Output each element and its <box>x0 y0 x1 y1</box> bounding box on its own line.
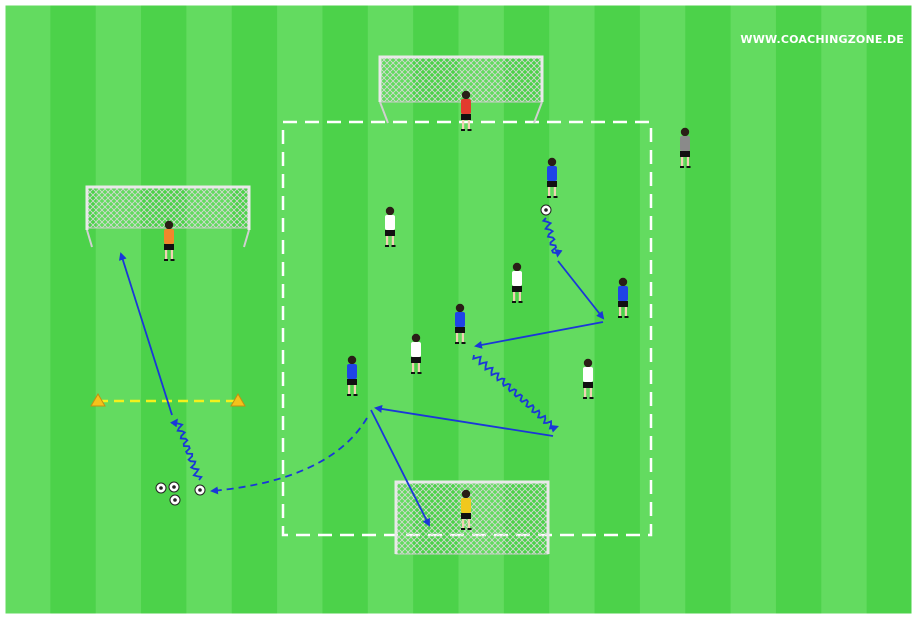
grass-stripe <box>821 5 867 614</box>
goal-icon <box>396 482 548 554</box>
ball-icon <box>169 482 179 492</box>
grass-stripe <box>5 5 51 614</box>
grass-stripe <box>549 5 595 614</box>
grass-stripe <box>50 5 96 614</box>
ball-icon <box>541 205 551 215</box>
grass-stripe <box>776 5 822 614</box>
grass-stripe <box>867 5 913 614</box>
grass-stripe <box>186 5 232 614</box>
grass-stripe <box>685 5 731 614</box>
ball-icon <box>170 495 180 505</box>
site-watermark: WWW.COACHINGZONE.DE <box>700 33 904 46</box>
grass-stripe <box>96 5 142 614</box>
ball-icon <box>195 485 205 495</box>
grass-stripe <box>232 5 278 614</box>
goal-icon <box>380 57 542 102</box>
grass-stripe <box>640 5 686 614</box>
ball-icon <box>156 483 166 493</box>
grass-stripe <box>731 5 777 614</box>
grass-stripe <box>595 5 641 614</box>
grass-stripe <box>322 5 368 614</box>
goal-bottom <box>396 482 548 554</box>
grass-stripe <box>141 5 187 614</box>
